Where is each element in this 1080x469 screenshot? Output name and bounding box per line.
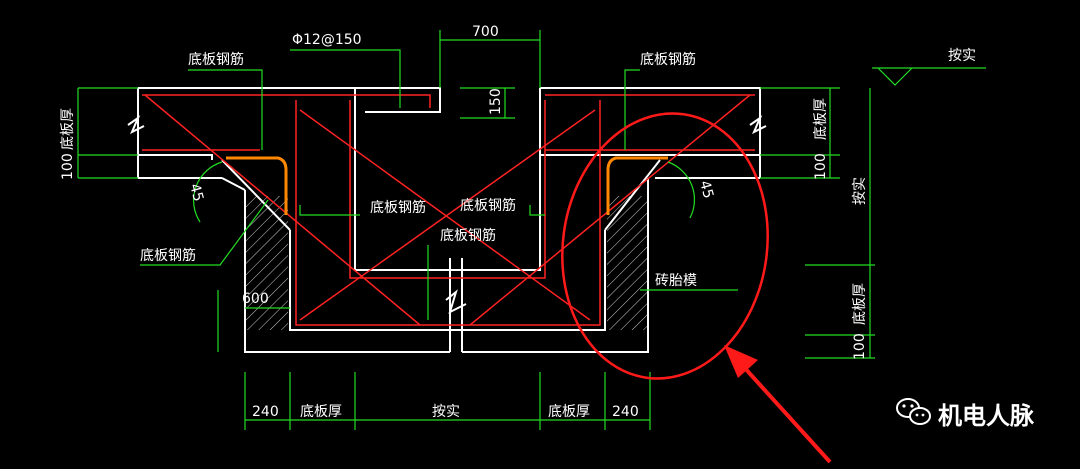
brick-mold-left bbox=[246, 196, 288, 330]
label-bar-top-right: 底板钢筋 bbox=[640, 51, 696, 68]
labels: Φ12@150 700 150 底板钢筋 底板钢筋 底板钢筋 底板钢筋 底板钢筋… bbox=[60, 24, 976, 420]
arrow-shaft bbox=[740, 363, 832, 464]
break-left bbox=[127, 115, 145, 135]
label-bottom-240-right: 240 bbox=[612, 404, 639, 420]
channel-lip-left bbox=[355, 87, 441, 113]
label-dim-700: 700 bbox=[472, 24, 499, 40]
phi-leader bbox=[290, 49, 401, 108]
structure-outline bbox=[137, 87, 761, 353]
label-dim-600: 600 bbox=[242, 291, 269, 307]
rebar bbox=[142, 94, 755, 326]
rebar-diagonal-3 bbox=[469, 94, 751, 326]
bend-bar-right bbox=[606, 156, 668, 215]
label-left-100: 100 bbox=[60, 153, 76, 180]
pit-outer-right bbox=[462, 178, 649, 353]
wechat-icon bbox=[896, 398, 931, 425]
label-bottom-actual: 按实 bbox=[432, 404, 460, 420]
rebar-channel bbox=[349, 100, 546, 279]
leader-top-left bbox=[188, 69, 263, 150]
label-right-100: 100 bbox=[813, 153, 829, 180]
leader-lower-left bbox=[140, 199, 269, 266]
bend-bars bbox=[226, 156, 668, 215]
watermark: 机电人脉 bbox=[896, 398, 1035, 430]
angle-arc-right bbox=[667, 161, 696, 219]
left-slab-step bbox=[138, 154, 213, 160]
left-chamfer-lower bbox=[221, 177, 246, 191]
label-bottom-slab-right: 底板厚 bbox=[548, 404, 590, 420]
arrow-head bbox=[724, 345, 758, 378]
bend-bar-left bbox=[226, 156, 288, 215]
break-symbols bbox=[127, 115, 767, 352]
label-bar-mid-left: 底板钢筋 bbox=[370, 199, 426, 216]
leader-top-right bbox=[624, 69, 640, 150]
label-right-actual: 按实 bbox=[852, 177, 868, 205]
rebar-diagonal-2 bbox=[299, 109, 591, 321]
break-center-zigzag bbox=[445, 289, 467, 314]
label-right-100-low: 100 bbox=[852, 333, 868, 360]
label-bar-mid-right: 底板钢筋 bbox=[460, 197, 516, 214]
label-dim-150: 150 bbox=[488, 88, 504, 115]
label-right-slab-thick: 底板厚 bbox=[813, 98, 829, 140]
right-slab bbox=[540, 87, 761, 178]
label-top-right-actual: 按实 bbox=[948, 48, 976, 64]
rebar-left-top bbox=[142, 94, 431, 108]
rebar-diagonal-4 bbox=[299, 109, 596, 321]
label-right-slab-thick-low: 底板厚 bbox=[852, 283, 868, 325]
dimension-lines bbox=[77, 30, 986, 430]
pit-outer-left bbox=[244, 190, 450, 353]
watermark-text: 机电人脉 bbox=[938, 402, 1035, 430]
leader-mid-right bbox=[529, 205, 545, 216]
highlight-ellipse bbox=[561, 112, 769, 380]
label-brick-mold: 砖胎模 bbox=[655, 273, 697, 289]
label-bar-top-left: 底板钢筋 bbox=[188, 51, 244, 68]
angle-arc-left bbox=[193, 161, 223, 223]
label-rebar-spec: Φ12@150 bbox=[292, 32, 362, 48]
brick-mold-right bbox=[607, 196, 647, 330]
label-angle-right: 45 bbox=[696, 179, 716, 200]
highlight-arrow bbox=[724, 345, 832, 464]
channel-outline bbox=[354, 88, 541, 271]
break-right bbox=[749, 115, 767, 135]
label-angle-left: 45 bbox=[186, 182, 206, 203]
label-bottom-slab-left: 底板厚 bbox=[300, 404, 342, 420]
rebar-pit bbox=[295, 100, 601, 326]
leader-mid-left bbox=[299, 205, 360, 216]
label-bar-lower-left: 底板钢筋 bbox=[140, 247, 196, 264]
rebar-diagonal-1 bbox=[144, 94, 421, 326]
elev-triangle bbox=[877, 67, 913, 86]
label-left-slab-thick: 底板厚 bbox=[60, 108, 76, 150]
label-bottom-240-left: 240 bbox=[252, 404, 279, 420]
label-bar-center: 底板钢筋 bbox=[440, 227, 496, 244]
pit-inner bbox=[289, 230, 606, 331]
